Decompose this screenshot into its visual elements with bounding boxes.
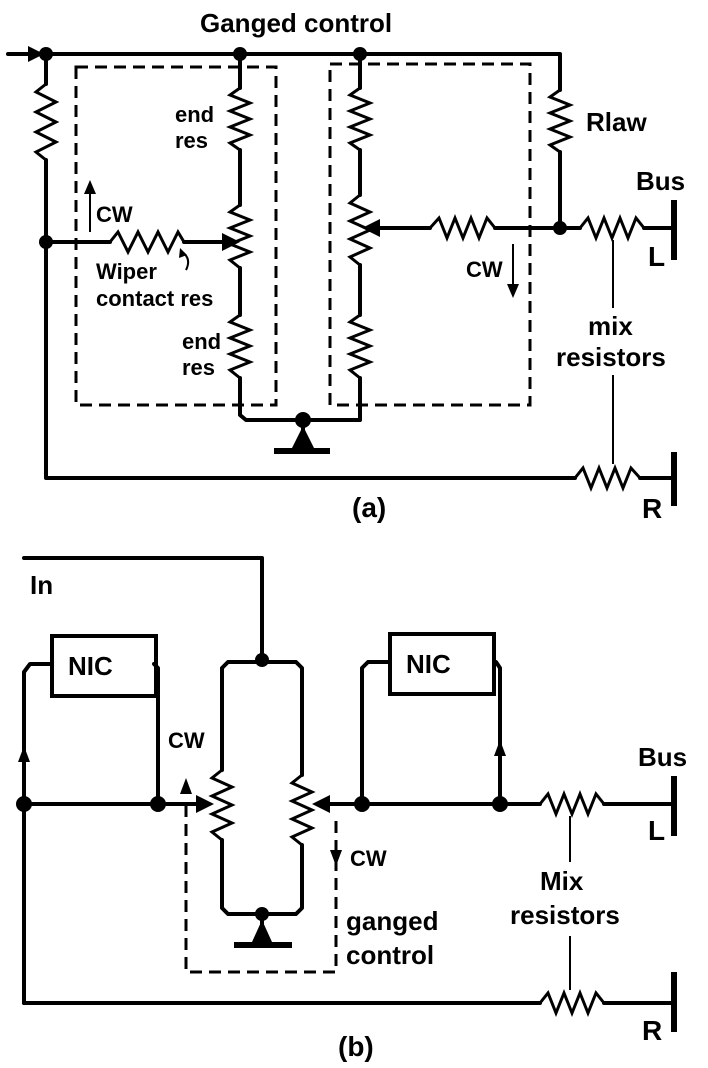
bus-label: Bus xyxy=(636,166,685,196)
input-arrow-icon xyxy=(28,46,44,62)
bus-label: Bus xyxy=(638,742,687,772)
r-label: R xyxy=(642,493,662,524)
pot-left-track xyxy=(208,768,236,842)
nic-left-box xyxy=(50,634,158,698)
wiper-label: Wiper xyxy=(96,259,157,284)
ground-symbol-icon xyxy=(291,426,315,450)
mix-resistors-label: resistors xyxy=(510,900,620,930)
mix-resistors-label: mix xyxy=(588,311,633,341)
end-res-label: end xyxy=(175,102,214,127)
end-res-label: res xyxy=(182,355,215,380)
pot-frame-top xyxy=(220,660,304,777)
wiper-pointer-arrow-icon xyxy=(179,248,187,258)
l-label: L xyxy=(648,815,665,846)
mix-resistor-r xyxy=(538,988,606,1018)
pot2-end-resistor-bottom xyxy=(345,313,375,380)
gang-box-right xyxy=(328,62,532,407)
cw-label: CW xyxy=(96,202,133,227)
cw-label: CW xyxy=(466,257,503,282)
input-label: In xyxy=(30,570,53,600)
left-rail-resistor xyxy=(32,82,60,162)
caption-b: (b) xyxy=(338,1031,374,1062)
cw-down-arrow-icon xyxy=(507,284,519,298)
end-res-label: res xyxy=(175,128,208,153)
cw-down-arrow-icon xyxy=(330,850,342,866)
top-bus-wire xyxy=(42,52,562,92)
gang-box-left xyxy=(74,65,278,407)
ground-symbol-icon xyxy=(252,920,272,942)
pot1-end-resistor-bottom xyxy=(225,313,255,380)
r-label: R xyxy=(642,1015,662,1046)
nic-right-box xyxy=(388,632,496,696)
nic-left-label: NIC xyxy=(68,651,113,681)
pot-frame-bottom xyxy=(220,838,304,916)
pot1-end-resistor-top xyxy=(225,86,255,152)
right-nic-output-wire xyxy=(492,660,502,806)
loop-up-arrow-icon xyxy=(18,746,30,762)
left-rail-return-wire xyxy=(44,158,577,480)
cw-up-arrow-icon xyxy=(84,180,96,194)
pot-right-track xyxy=(288,773,316,847)
cw-up-arrow-icon xyxy=(180,778,192,794)
ganged-control-dashed xyxy=(184,805,338,974)
cw-label: CW xyxy=(168,728,205,753)
left-nic-input-wire xyxy=(22,662,54,1005)
mix-resistors-label: Mix xyxy=(540,866,584,896)
pot1-track xyxy=(225,203,255,270)
junction-dot xyxy=(16,796,32,812)
ganged-control-label: ganged xyxy=(346,906,438,936)
rlaw-label: Rlaw xyxy=(586,107,647,137)
loop-up-arrow-icon xyxy=(494,740,506,756)
wiper-label: contact res xyxy=(96,286,213,311)
mix-resistors-label: resistors xyxy=(556,342,666,372)
diagram-b: In NIC NIC CW CW Bus L Mix resistors gan… xyxy=(16,556,687,1062)
wiper-arrow-icon xyxy=(312,795,330,813)
wiper-arrow-icon xyxy=(362,219,380,237)
pot2-end-resistor-top xyxy=(345,86,375,152)
pot2-wiper-resistor xyxy=(428,213,497,243)
l-label: L xyxy=(648,241,665,272)
junction-dot xyxy=(150,796,166,812)
cw-label: CW xyxy=(350,846,387,871)
diagram-a: Ganged control end res end res CW Wiper … xyxy=(6,8,685,524)
left-nic-output-wire xyxy=(152,662,160,806)
junction-dot xyxy=(354,796,370,812)
mix-resistor-l xyxy=(538,789,606,819)
mix-resistor-r xyxy=(573,463,642,493)
caption-a: (a) xyxy=(352,492,386,523)
input-wire xyxy=(22,556,264,662)
right-nic-input-wire xyxy=(360,660,392,806)
ganged-control-title: Ganged control xyxy=(200,8,392,38)
junction-dot xyxy=(492,796,508,812)
nic-right-label: NIC xyxy=(406,649,451,679)
mix-resistor-l xyxy=(578,213,646,243)
end-res-label: end xyxy=(182,329,221,354)
wiper-arrow-icon xyxy=(196,795,214,813)
wiper-contact-resistor xyxy=(108,228,186,256)
ganged-control-label: control xyxy=(346,940,434,970)
rlaw-resistor xyxy=(545,88,575,154)
